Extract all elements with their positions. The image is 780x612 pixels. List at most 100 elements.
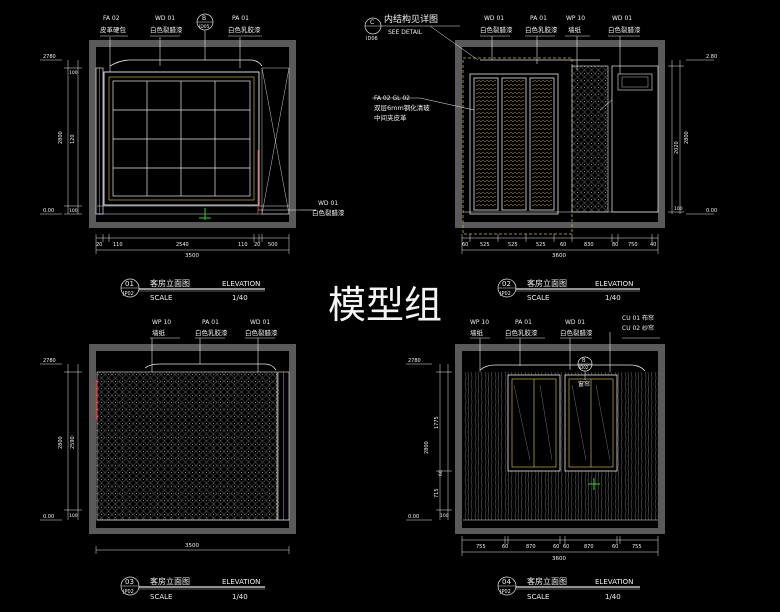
dim: 40 — [650, 242, 656, 248]
callout-code: WP 10 — [152, 319, 171, 326]
dim: 100 — [440, 513, 449, 519]
elevation-03 — [40, 337, 296, 596]
dim: 60 — [462, 242, 468, 248]
glass-note-3: 中间夹皮革 — [374, 113, 407, 122]
callout-code: WD 01 — [155, 15, 175, 22]
dim: 60 — [438, 470, 444, 476]
callout-text: 白色乳胶漆 — [525, 25, 558, 34]
dim: 2800 — [424, 441, 430, 454]
dim: 120 — [70, 134, 76, 144]
callout-text: 皮革硬包 — [100, 25, 127, 34]
callout-text: 白色裂腊漆 — [480, 25, 513, 34]
callout-text: 白色乳胶漆 — [195, 328, 228, 337]
scale-value: 1/40 — [232, 294, 248, 302]
scale-label: SCALE — [150, 294, 172, 302]
dim: 1775 — [434, 416, 440, 429]
elev-title: 客房立面图 — [527, 278, 567, 288]
dim: 0.00 — [43, 208, 54, 214]
dim: 110 — [113, 242, 123, 248]
dim: 60 — [612, 544, 618, 550]
elev-subtitle: ELEVATION — [595, 578, 633, 586]
callout-code: WD 01 — [612, 15, 632, 22]
elev-subtitle: ELEVATION — [222, 578, 260, 586]
dim: 755 — [476, 544, 486, 550]
curtain-field — [463, 372, 658, 520]
callout-text: 墙纸 — [470, 328, 484, 337]
dim: 2800 — [58, 436, 64, 449]
scale-value: 1/40 — [605, 294, 621, 302]
elev-ref: JP02 — [499, 291, 511, 297]
dim: 2800 — [684, 131, 690, 144]
dim: 60 — [553, 544, 559, 550]
dim: 2590 — [70, 436, 76, 449]
dim: 80 — [612, 242, 618, 248]
wallpaper-field — [96, 371, 278, 521]
dim: 2.80 — [706, 54, 717, 60]
callout-code: PA 01 — [202, 319, 219, 326]
callout-text: 白色裂腊漆 — [560, 328, 593, 337]
dim: 20 — [254, 242, 260, 248]
elevation-04 — [406, 332, 665, 596]
dim: 0.00 — [408, 514, 419, 520]
dim: 110 — [238, 242, 248, 248]
callout-code: WP 10 — [566, 15, 585, 22]
dim: 525 — [480, 242, 490, 248]
dim: 60 — [502, 544, 508, 550]
elev-ref: JP02 — [122, 291, 134, 297]
callout-code: WD 01 — [318, 200, 338, 207]
elevation-01 — [40, 13, 316, 298]
headboard-inner — [108, 76, 255, 201]
dim: 0.00 — [43, 514, 54, 520]
dim-total: 3500 — [185, 543, 199, 549]
elev-subtitle: ELEVATION — [595, 280, 633, 288]
dim: 100 — [69, 70, 78, 76]
callout-code: WP 10 — [470, 319, 489, 326]
dim-total: 3600 — [552, 556, 566, 562]
callout-code: CU 01 布帘 — [622, 314, 654, 322]
callout-text: 白色裂腊漆 — [245, 328, 278, 337]
dim: 500 — [268, 242, 278, 248]
dim: 2540 — [176, 242, 189, 248]
dim: 750 — [628, 242, 638, 248]
scale-label: SCALE — [527, 294, 549, 302]
wardrobe-doors — [469, 73, 559, 215]
bubble-bottom: ID06 — [366, 36, 378, 42]
bubble-bottom: ID02 — [579, 365, 589, 370]
scale-label: SCALE — [527, 593, 549, 601]
callout-code: WD 01 — [565, 319, 585, 326]
elev-ref: JP02 — [499, 589, 511, 595]
ceiling-moulding — [109, 59, 263, 67]
dim: 100 — [69, 513, 78, 519]
callout-code: WD 01 — [250, 319, 270, 326]
dim: 870 — [526, 544, 536, 550]
watermark: 模型组 — [328, 283, 442, 327]
scale-value: 1/40 — [605, 593, 621, 601]
dim: 100 — [69, 208, 78, 214]
elevation-02 — [364, 17, 714, 298]
elev-number: 02 — [502, 280, 511, 288]
callout-text: 白色裂腊漆 — [150, 25, 183, 34]
scale-label: SCALE — [150, 593, 172, 601]
dim: 870 — [584, 544, 594, 550]
callout-code: PA 01 — [232, 15, 249, 22]
glass-note-1: FA 02 GL 02 — [374, 95, 410, 102]
dim: 2780 — [43, 358, 56, 364]
callout-code: FA 02 — [103, 15, 120, 22]
callout-code: PA 01 — [515, 319, 532, 326]
dim: 755 — [632, 544, 642, 550]
bubble-bottom: ID05 — [199, 24, 210, 30]
dim-total: 3500 — [185, 253, 199, 259]
wallpaper-panel — [571, 65, 609, 213]
dim: 715 — [434, 488, 440, 498]
dim-total: 3600 — [552, 253, 566, 259]
elev-ref: JP02 — [122, 589, 134, 595]
headboard-grid — [112, 80, 251, 197]
callout-text: 白色乳胶漆 — [228, 25, 261, 34]
dim: 830 — [584, 242, 594, 248]
dim: 525 — [536, 242, 546, 248]
dim: 100 — [674, 206, 683, 212]
bubble-top: B — [582, 358, 586, 364]
note-sub: SEE DETAIL — [388, 29, 423, 36]
callout-code: PA 01 — [530, 15, 547, 22]
